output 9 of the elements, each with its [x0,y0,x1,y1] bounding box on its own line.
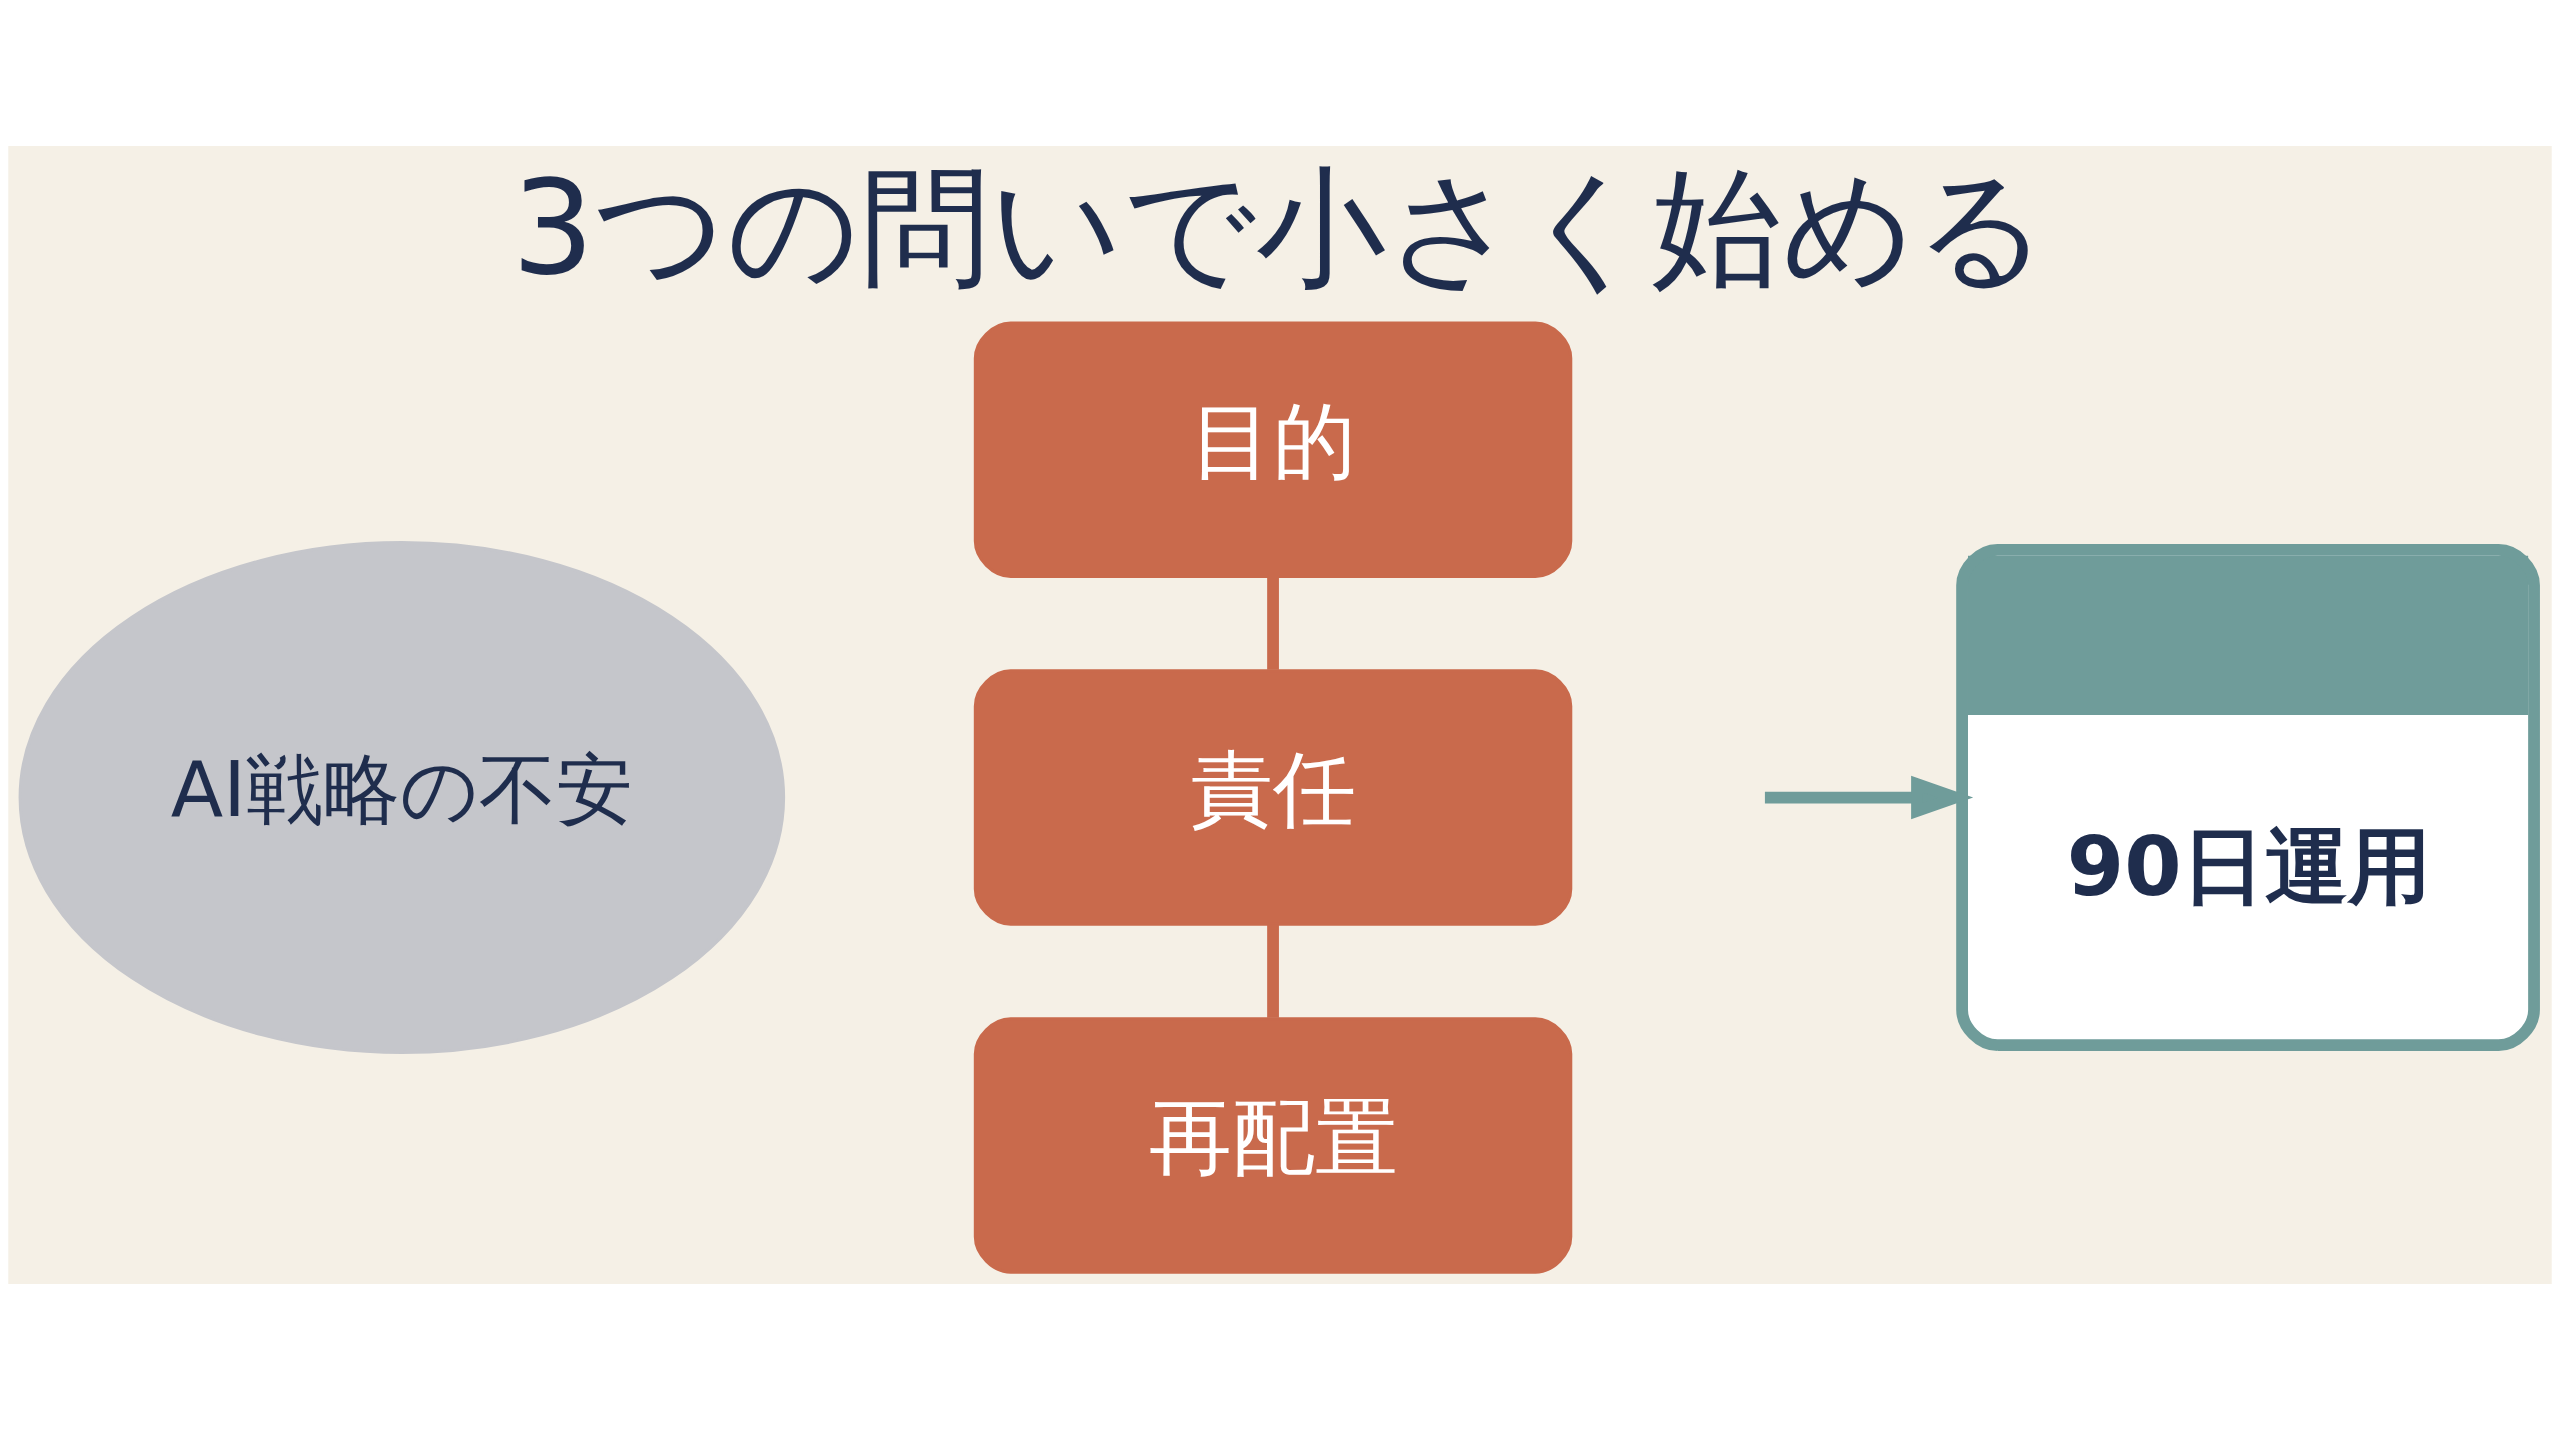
node-ellipse: AI戦略の不安 [18,540,786,1054]
diagram-title: 3つの問いで小さく始める [511,152,2049,304]
arrow [1764,775,1974,819]
node-box: 90日運用 [1956,543,2540,1051]
connector [1267,576,1279,670]
node-box: 再配置 [973,1016,1573,1274]
node-box: 責任 [973,668,1573,926]
node-box: 目的 [973,320,1573,578]
connector [1267,924,1279,1018]
